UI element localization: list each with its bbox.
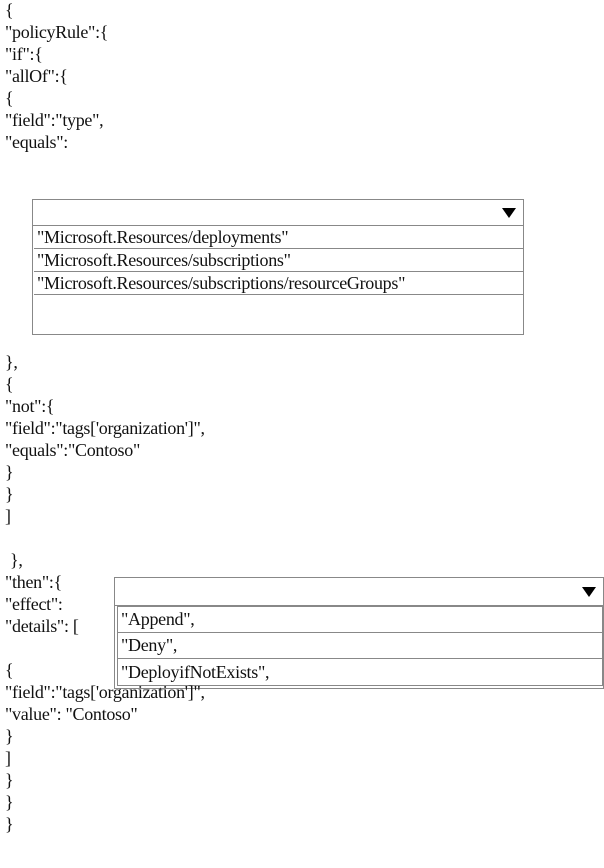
code-line-close-bracket: ] xyxy=(5,506,11,526)
code-line-close-3: } xyxy=(5,726,14,746)
code-line-value-contoso: "value": "Contoso" xyxy=(5,704,138,724)
code-line-equals-contoso: "equals":"Contoso" xyxy=(5,440,140,460)
option-subscriptions[interactable]: "Microsoft.Resources/subscriptions" xyxy=(34,249,523,272)
option-deployments[interactable]: "Microsoft.Resources/deployments" xyxy=(34,226,523,249)
code-line-effect: "effect": xyxy=(5,594,63,614)
code-line-allof: "allOf":{ xyxy=(5,66,68,86)
code-line-if: "if":{ xyxy=(5,44,43,64)
resource-type-options: "Microsoft.Resources/deployments" "Micro… xyxy=(34,226,523,317)
code-line-brace: { xyxy=(5,88,14,108)
effect-options: "Append", "Deny", "DeployifNotExists", xyxy=(117,606,603,686)
code-line-brace-3: { xyxy=(5,660,14,680)
code-line-details: "details": [ xyxy=(5,616,79,636)
option-resourcegroups[interactable]: "Microsoft.Resources/subscriptions/resou… xyxy=(34,272,523,295)
resource-type-select[interactable] xyxy=(33,200,523,226)
code-line-close-4: } xyxy=(5,770,14,790)
chevron-down-icon[interactable] xyxy=(582,587,596,597)
option-deployifnotexists[interactable]: "DeployifNotExists", xyxy=(121,662,270,682)
code-line-field-tags: "field":"tags['organization']", xyxy=(5,418,205,438)
code-line-field-type: "field":"type", xyxy=(5,110,104,130)
code-line-close-1: } xyxy=(5,462,14,482)
code-line-close-comma-2: }, xyxy=(10,550,23,570)
code-line-close-5: } xyxy=(5,792,14,812)
effect-dropdown[interactable]: "Append", "Deny", "DeployifNotExists", xyxy=(114,577,604,689)
option-empty[interactable] xyxy=(34,295,523,317)
code-line-equals: "equals": xyxy=(5,132,68,152)
code-line-open-brace: { xyxy=(5,0,14,20)
code-line-close-2: } xyxy=(5,484,14,504)
resource-type-dropdown[interactable]: "Microsoft.Resources/deployments" "Micro… xyxy=(32,199,524,335)
code-line-then: "then":{ xyxy=(5,572,62,592)
effect-select[interactable] xyxy=(115,578,603,606)
code-line-not: "not":{ xyxy=(5,396,55,416)
option-deny[interactable]: "Deny", xyxy=(118,633,602,659)
code-line-brace-2: { xyxy=(5,374,14,394)
code-line-policyrule: "policyRule":{ xyxy=(5,22,109,42)
option-append[interactable]: "Append", xyxy=(118,607,602,633)
chevron-down-icon[interactable] xyxy=(502,208,516,218)
code-line-close-bracket-2: ] xyxy=(5,748,11,768)
code-line-field-tags-2: "field":"tags['organization']", xyxy=(5,682,205,702)
code-line-close-comma: }, xyxy=(5,352,18,372)
code-line-close-6: } xyxy=(5,814,14,834)
